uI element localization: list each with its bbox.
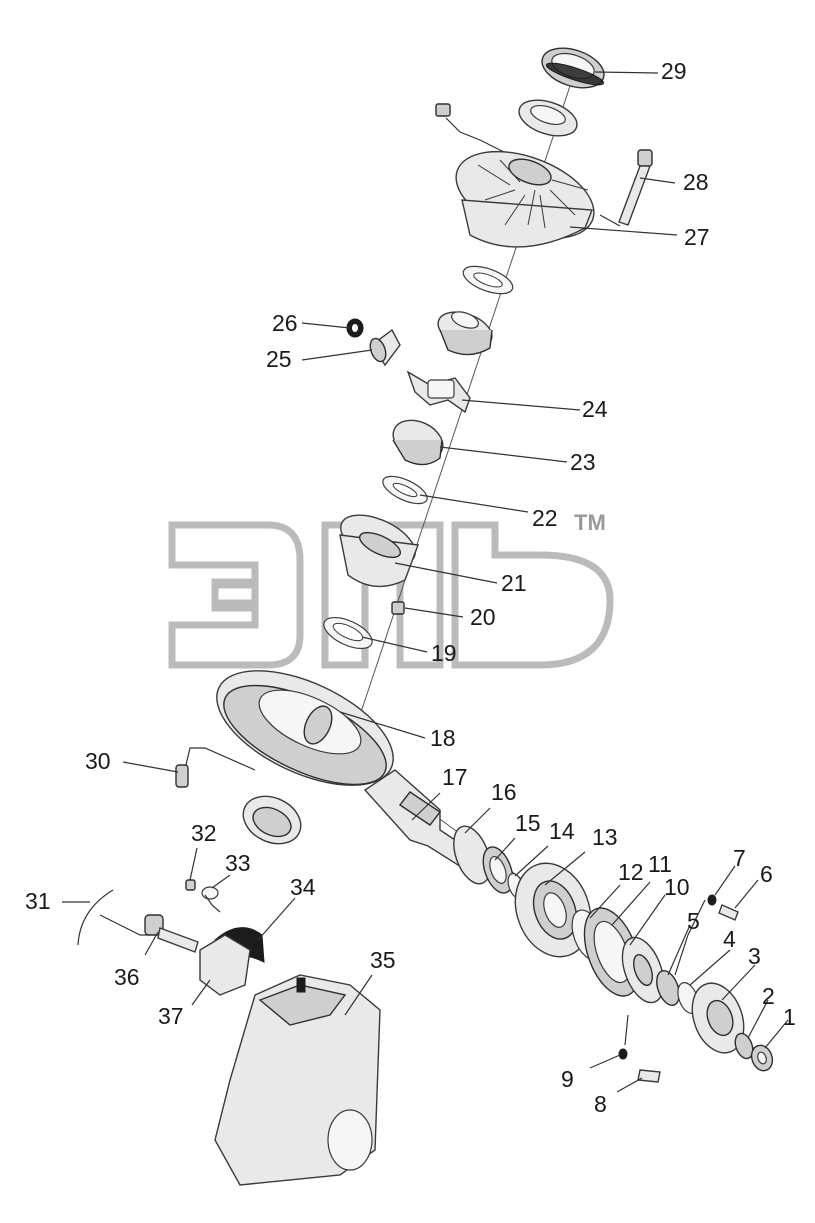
callout-26: 26: [272, 310, 298, 336]
part-9-washer: [618, 1048, 628, 1060]
callout-14: 14: [549, 818, 575, 844]
part-23-side-gear: [392, 419, 444, 466]
callout-19: 19: [431, 640, 457, 666]
callout-24: 24: [582, 396, 608, 422]
callout-5: 5: [687, 908, 700, 934]
callout-25: 25: [266, 346, 292, 372]
part-18-ring-gear: [216, 670, 394, 786]
leader-33: [204, 894, 221, 913]
part-32-bolt: [185, 879, 196, 891]
part-bearing-cone-upper: [518, 99, 578, 137]
part-5-seal: [656, 970, 680, 1006]
callout-16: 16: [491, 779, 517, 805]
callout-13: 13: [592, 824, 618, 850]
callout-17: 17: [442, 764, 468, 790]
part-35-axle-housing: [214, 974, 381, 1186]
part-22-thrust-washer: [382, 475, 428, 505]
part-37-bracket: [199, 934, 251, 996]
callout-35: 35: [370, 947, 396, 973]
part-21-case-half-lower: [339, 514, 419, 588]
leader-7: [674, 899, 706, 976]
callout-12: 12: [618, 859, 644, 885]
callout-36: 36: [114, 964, 140, 990]
part-6-bolt: [718, 904, 739, 921]
callout-10: 10: [664, 874, 690, 900]
part-side-gear-upper: [437, 311, 493, 356]
part-31-arc: [77, 889, 114, 946]
callout-11: 11: [648, 851, 672, 877]
part-29-bearing-cup: [541, 47, 605, 89]
callout-20: 20: [470, 604, 496, 630]
part-3-flange: [691, 982, 745, 1054]
callout-29: 29: [661, 58, 687, 84]
callout-4: 4: [723, 926, 736, 952]
callout-8: 8: [594, 1091, 607, 1117]
callout-30: 30: [85, 748, 111, 774]
callout-15: 15: [515, 810, 541, 836]
part-20-bolt: [391, 601, 405, 615]
callout-1: 1: [783, 1004, 796, 1030]
part-26-washer: [346, 318, 364, 338]
part-27-differential-case: [455, 150, 595, 248]
callout-9: 9: [561, 1066, 574, 1092]
part-33-washer: [201, 886, 219, 900]
watermark-tm: TM: [574, 510, 606, 535]
callout-33: 33: [225, 850, 251, 876]
callout-34: 34: [290, 874, 316, 900]
callout-31: 31: [25, 888, 51, 914]
leader-bolt-28: [599, 214, 621, 227]
callout-22: 22: [532, 505, 558, 531]
part-10-cover: [621, 936, 665, 1004]
callout-23: 23: [570, 449, 596, 475]
leader-9: [624, 1014, 629, 1046]
part-36-bolt: [144, 914, 199, 953]
part-15-bearing: [482, 846, 514, 894]
callout-37: 37: [158, 1003, 184, 1029]
callout-32: 32: [191, 820, 217, 846]
part-small-nut: [435, 103, 451, 117]
part-24-spider-cross: [406, 370, 471, 414]
leader-bolt-30: [185, 747, 256, 771]
part-25-planet-pinion: [369, 328, 401, 367]
callout-21: 21: [501, 570, 527, 596]
callout-7: 7: [733, 845, 746, 871]
part-thrust-washer-upper: [462, 265, 514, 295]
part-28-bolt: [618, 149, 653, 226]
part-30-bolt: [175, 764, 189, 788]
callout-leaders: [62, 71, 789, 1093]
part-13-bearing-housing: [514, 862, 592, 958]
part-19-bearing: [323, 616, 373, 650]
callout-18: 18: [430, 725, 456, 751]
callout-3: 3: [748, 943, 761, 969]
callout-27: 27: [684, 224, 710, 250]
part-pinion-bearing: [242, 795, 302, 845]
part-2-washer: [734, 1032, 754, 1060]
part-1-nut: [750, 1044, 774, 1072]
part-8-bolt: [637, 1069, 661, 1083]
part-7-washer: [707, 894, 717, 906]
callout-6: 6: [760, 861, 773, 887]
leader-31: [99, 914, 150, 936]
callout-28: 28: [683, 169, 709, 195]
callout-2: 2: [762, 983, 775, 1009]
